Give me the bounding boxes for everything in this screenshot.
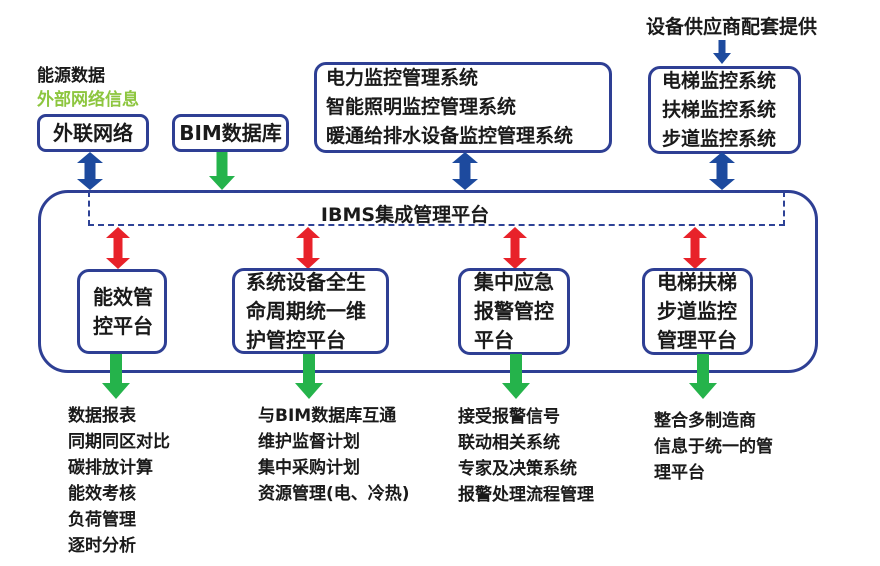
energy-red-updown-arrow-icon [106,227,130,269]
box-elevator-systems: 电梯监控系统 扶梯监控系统 步道监控系统 [648,66,801,154]
box-power-systems: 电力监控管理系统 智能照明监控管理系统 暖通给排水设备监控管理系统 [314,62,612,153]
output-list-alarm: 接受报警信号 联动相关系统 专家及决策系统 报警处理流程管理 [458,407,594,505]
supplier-down-arrow-icon [713,40,731,64]
subplatform-elevator-management: 电梯扶梯 步道监控 管理平台 [642,268,753,355]
supplier-note-label: 设备供应商配套提供 [646,16,818,38]
power-systems-updown-arrow-icon [452,152,478,190]
ibms-platform-bus [88,191,785,226]
bim-down-arrow-icon [209,152,235,190]
alarm-red-updown-arrow-icon [503,227,527,269]
subplatform-lifecycle-management: 系统设备全生 命周期统一维 护管控平台 [232,268,389,354]
alarm-output-down-arrow-icon [502,354,530,399]
box-external-network: 外联网络 [37,114,149,152]
energy-data-label: 能源数据 [37,66,105,86]
lifecycle-red-updown-arrow-icon [296,227,320,269]
elevator-systems-updown-arrow-icon [709,152,735,190]
subplatform-emergency-alarm: 集中应急 报警管控 平台 [458,268,570,355]
output-list-elevator: 整合多制造商 信息于统一的管 理平台 [654,411,773,483]
external-network-updown-arrow-icon [77,152,103,190]
elevator-red-updown-arrow-icon [683,227,707,269]
output-list-lifecycle: 与BIM数据库互通 维护监督计划 集中采购计划 资源管理(电、冷热) [258,406,410,504]
external-info-label: 外部网络信息 [37,90,139,110]
energy-output-down-arrow-icon [102,354,130,399]
subplatform-energy-management: 能效管 控平台 [77,269,167,354]
output-list-energy: 数据报表 同期同区对比 碳排放计算 能效考核 负荷管理 逐时分析 [68,406,170,556]
box-bim-database: BIM数据库 [172,114,289,152]
lifecycle-output-down-arrow-icon [295,354,323,399]
ibms-platform-title: IBMS集成管理平台 [320,204,490,226]
elevator-output-down-arrow-icon [689,354,717,399]
